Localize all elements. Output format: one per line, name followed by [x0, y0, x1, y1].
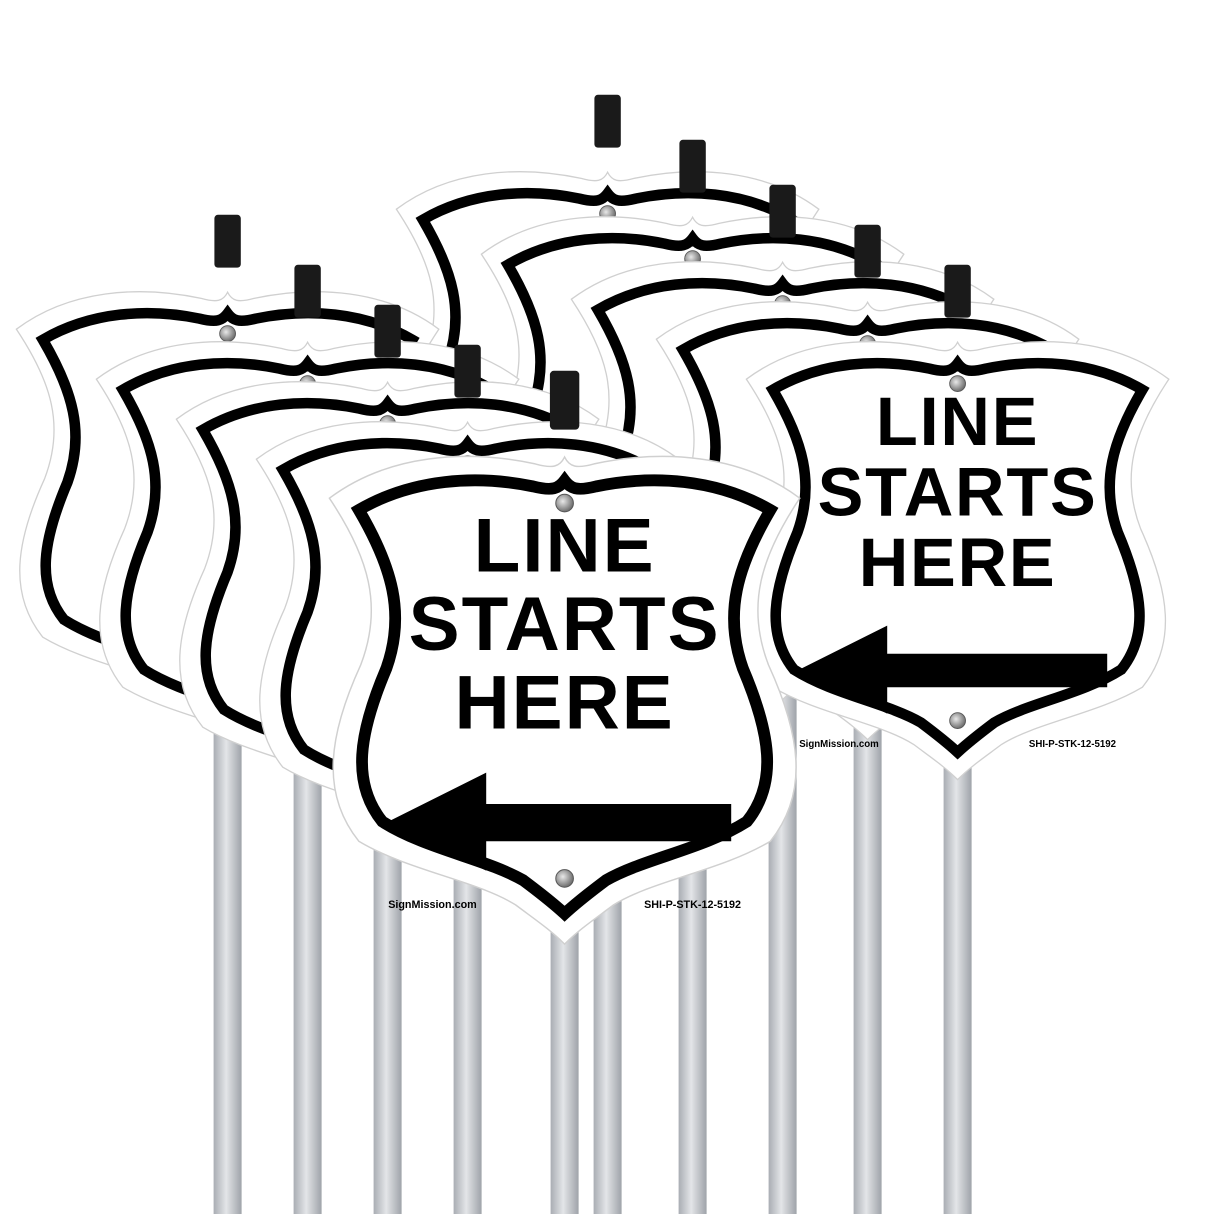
- sign-text-line: STARTS: [409, 582, 721, 667]
- stake-clip-icon: [679, 139, 706, 193]
- stake-clip-icon: [594, 94, 621, 148]
- sign-text-line: LINE: [876, 383, 1039, 460]
- sign-text-line: HERE: [859, 524, 1057, 601]
- sku-label: SHI-P-STK-12-5192: [644, 899, 741, 911]
- stake: [853, 682, 882, 1214]
- stake: [293, 722, 322, 1214]
- stake-clip-icon: [549, 370, 580, 430]
- bolt-icon: [555, 869, 574, 888]
- sku-label: SHI-P-STK-12-5192: [1029, 739, 1116, 750]
- stake-clip-icon: [214, 214, 241, 268]
- sign-text-line: STARTS: [818, 454, 1098, 531]
- shield-border: [765, 354, 1150, 760]
- stake: [213, 672, 242, 1214]
- left-arrow-icon: [799, 625, 1108, 714]
- stake-clip-icon: [769, 184, 796, 238]
- left-arrow-icon: [388, 772, 732, 871]
- bolt-icon: [949, 712, 966, 729]
- bolt-icon: [555, 493, 574, 513]
- brand-label: SignMission.com: [388, 899, 477, 911]
- stake-clip-icon: [944, 264, 971, 318]
- bolt-icon: [219, 325, 236, 342]
- stake-clip-icon: [854, 224, 881, 278]
- stake: [943, 722, 972, 1214]
- brand-label: SignMission.com: [799, 739, 879, 750]
- shield-border: [350, 470, 779, 922]
- sign-text-line: LINE: [474, 504, 656, 589]
- sign-text-line: HERE: [454, 661, 674, 746]
- stake-clip-icon: [294, 264, 321, 318]
- stake-clip-icon: [374, 304, 401, 358]
- stake-clip-icon: [454, 344, 481, 398]
- bolt-icon: [949, 375, 966, 392]
